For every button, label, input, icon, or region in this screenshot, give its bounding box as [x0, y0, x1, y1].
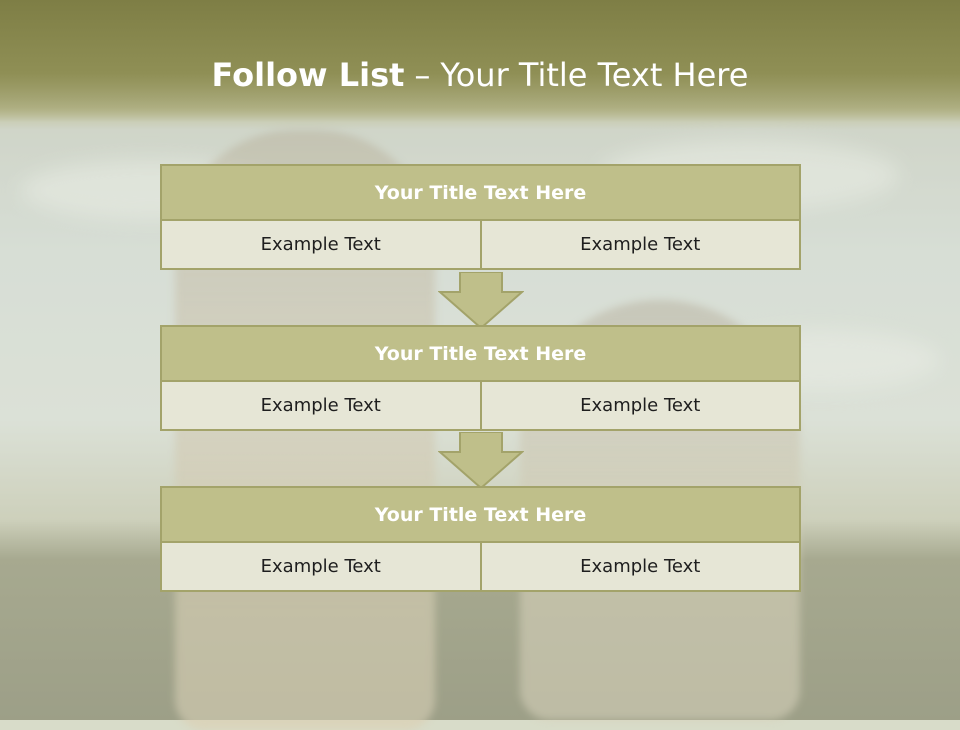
list-block-3: Your Title Text Here Example Text Exampl…	[160, 486, 801, 592]
block-cell-right: Example Text	[479, 221, 801, 270]
block-title: Your Title Text Here	[160, 486, 801, 543]
list-block-2: Your Title Text Here Example Text Exampl…	[160, 325, 801, 431]
block-cell-left: Example Text	[160, 221, 482, 270]
list-block-1: Your Title Text Here Example Text Exampl…	[160, 164, 801, 270]
block-row: Example Text Example Text	[160, 382, 801, 431]
block-row: Example Text Example Text	[160, 543, 801, 592]
slide-title-main: Follow List	[211, 56, 405, 94]
slide-title: Follow List–Your Title Text Here	[0, 56, 960, 94]
block-cell-left: Example Text	[160, 543, 482, 592]
slide-title-separator: –	[414, 56, 431, 94]
block-cell-right: Example Text	[479, 543, 801, 592]
block-cell-right: Example Text	[479, 382, 801, 431]
block-row: Example Text Example Text	[160, 221, 801, 270]
header-band	[0, 0, 960, 122]
block-title: Your Title Text Here	[160, 325, 801, 382]
down-arrow-icon	[438, 432, 524, 489]
slide-title-sub: Your Title Text Here	[440, 56, 749, 94]
down-arrow-icon	[438, 272, 524, 329]
block-cell-left: Example Text	[160, 382, 482, 431]
block-title: Your Title Text Here	[160, 164, 801, 221]
